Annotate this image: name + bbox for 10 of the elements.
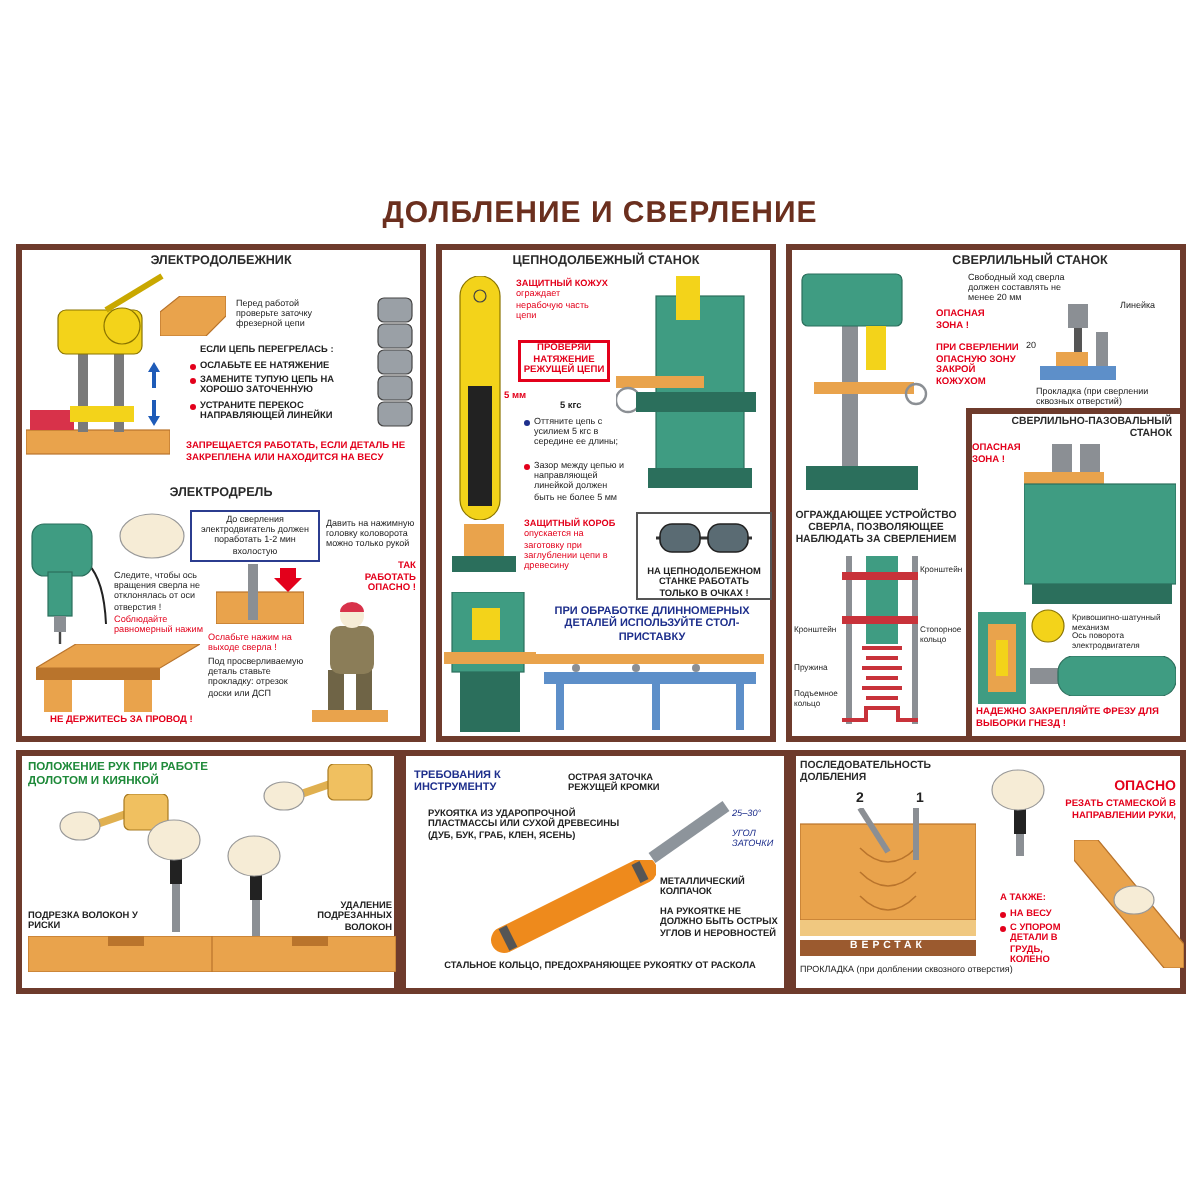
poster-panel [16,750,400,994]
poster-panel [400,750,790,994]
poster-title: ДОЛБЛЕНИЕ И СВЕРЛЕНИЕ [380,196,820,230]
poster-panel [786,244,1186,742]
poster-panel [966,408,1186,742]
goggles-note-box [636,512,772,600]
note-box [190,510,320,562]
poster-panel [16,244,426,742]
poster-panel [436,244,776,742]
poster-panel [790,750,1186,994]
